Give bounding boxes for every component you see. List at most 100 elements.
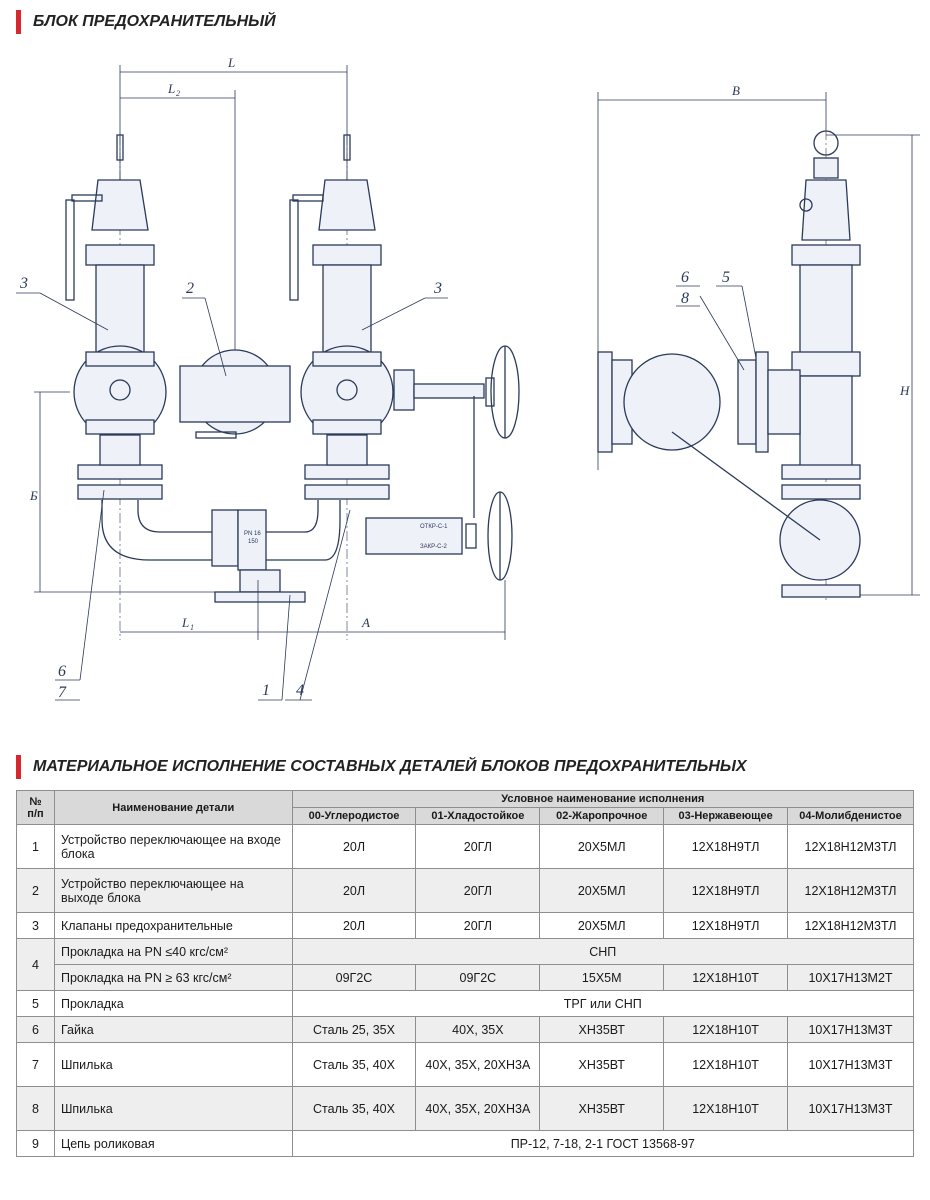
dn-label: 150 xyxy=(248,539,259,545)
row-name: Прокладка на PN ≤40 кгс/см² xyxy=(53,938,293,965)
drawing-svg: L L 2 xyxy=(16,55,920,701)
table-header-row: 00-Углеродистое 01-Хладостойкое 02-Жароп… xyxy=(17,807,914,825)
valve-right xyxy=(289,134,394,500)
table-header-row: № п/п Наименование детали Условное наиме… xyxy=(16,790,915,825)
cell: 20Х5МЛ xyxy=(539,824,665,869)
dim-label-L: L xyxy=(227,55,235,70)
row-name: Шпилька xyxy=(53,1042,293,1087)
cell: 12Х18Н9ТЛ xyxy=(663,912,789,939)
technical-drawing: L L 2 xyxy=(0,40,930,740)
cell: 12Х18Н10Т xyxy=(663,964,789,991)
row-num: 3 xyxy=(16,912,55,939)
row-num: 8 xyxy=(16,1086,55,1131)
cell: 40Х, 35Х, 20ХН3А xyxy=(415,1086,541,1131)
bottom-pipe-bend: PN 16 150 xyxy=(101,500,341,603)
cell: 12Х18Н12М3ТЛ xyxy=(787,868,914,913)
table-row: 1 Устройство переключающее на входе блок… xyxy=(16,824,914,869)
section-title-text: БЛОК ПРЕДОХРАНИТЕЛЬНЫЙ xyxy=(33,13,276,30)
cell: 20Л xyxy=(291,912,417,939)
open-label: ОТКР-С-1 xyxy=(420,524,448,530)
cell: 10Х17Н13М3Т xyxy=(787,1086,914,1131)
table-row: 7 Шпилька Сталь 35, 40Х 40Х, 35Х, 20ХН3А… xyxy=(16,1042,914,1087)
cell: 12Х18Н12М3ТЛ xyxy=(787,912,914,939)
cell: ХН35ВТ xyxy=(539,1016,665,1043)
row-name: Гайка xyxy=(53,1016,293,1043)
side-view xyxy=(597,130,861,598)
cell: 20ГЛ xyxy=(415,868,541,913)
cell: 40Х, 35Х xyxy=(415,1016,541,1043)
title-accent-bar xyxy=(16,10,21,34)
cell: 12Х18Н10Т xyxy=(663,1042,789,1087)
row-name: Шпилька xyxy=(53,1086,293,1131)
cell: 20ГЛ xyxy=(415,912,541,939)
cell: 20ГЛ xyxy=(415,824,541,869)
section-title-materials: МАТЕРИАЛЬНОЕ ИСПОЛНЕНИЕ СОСТАВНЫХ ДЕТАЛЕ… xyxy=(16,755,747,779)
header-col: 01-Хладостойкое xyxy=(415,807,541,825)
switch-body-middle xyxy=(179,349,291,439)
row-num: 9 xyxy=(16,1130,55,1157)
cell: 10Х17Н13М3Т xyxy=(787,1042,914,1087)
callout-4: 4 xyxy=(296,682,304,699)
table-row: 6 Гайка Сталь 25, 35Х 40Х, 35Х ХН35ВТ 12… xyxy=(16,1016,914,1043)
cell: 40Х, 35Х, 20ХН3А xyxy=(415,1042,541,1087)
materials-table: № п/п Наименование детали Условное наиме… xyxy=(16,790,915,1157)
pn-label: PN 16 xyxy=(244,531,261,537)
dim-label-L2: L xyxy=(167,81,175,96)
cell: 12Х18Н9ТЛ xyxy=(663,824,789,869)
cell: 12Х18Н9ТЛ xyxy=(663,868,789,913)
callout-5: 5 xyxy=(722,269,730,286)
cell: ХН35ВТ xyxy=(539,1042,665,1087)
callout-6: 6 xyxy=(58,663,66,680)
callout-3-left: 3 xyxy=(19,275,28,292)
cell: 20Х5МЛ xyxy=(539,912,665,939)
cell-span: ТРГ или СНП xyxy=(291,990,915,1017)
row-num: 7 xyxy=(16,1042,55,1087)
cell: Сталь 25, 35Х xyxy=(291,1016,417,1043)
cell: 20Л xyxy=(291,824,417,869)
table-row: 3 Клапаны предохранительные 20Л 20ГЛ 20Х… xyxy=(16,912,914,939)
cell: 20Л xyxy=(291,868,417,913)
table-row: 2 Устройство переключающее на выходе бло… xyxy=(16,868,914,913)
callout-2: 2 xyxy=(186,280,194,297)
cell: 10Х17Н13М2Т xyxy=(787,964,914,991)
row-num: 1 xyxy=(16,824,55,869)
handwheel-lower: ОТКР-С-1 ЗАКР-С-2 xyxy=(365,491,513,581)
row-num: 2 xyxy=(16,868,55,913)
row-name: Цепь роликовая xyxy=(53,1130,293,1157)
row-name: Клапаны предохранительные xyxy=(53,912,293,939)
dim-label-B-side: Б xyxy=(29,488,38,503)
header-col: 04-Молибденистое xyxy=(787,807,914,825)
table-row: 4 Прокладка на PN ≤40 кгс/см² СНП xyxy=(16,938,915,991)
cell: 20Х5МЛ xyxy=(539,868,665,913)
dim-label-B: B xyxy=(732,83,740,98)
section-title-text: МАТЕРИАЛЬНОЕ ИСПОЛНЕНИЕ СОСТАВНЫХ ДЕТАЛЕ… xyxy=(33,758,747,775)
cell: Сталь 35, 40Х xyxy=(291,1086,417,1131)
dim-label-L2-sub: 2 xyxy=(176,89,180,98)
cell-span: ПР-12, 7-18, 2-1 ГОСТ 13568-97 xyxy=(291,1130,915,1157)
cell: 12Х18Н10Т xyxy=(663,1016,789,1043)
row-num: 4 xyxy=(16,938,55,991)
header-col: 02-Жаропрочное xyxy=(539,807,665,825)
row-num: 6 xyxy=(16,1016,55,1043)
row-name: Устройство переключающее на входе блока xyxy=(53,824,293,869)
table-row: 5 Прокладка ТРГ или СНП xyxy=(16,990,915,1017)
cell: Сталь 35, 40Х xyxy=(291,1042,417,1087)
handwheel-upper xyxy=(393,345,520,439)
table-row: 8 Шпилька Сталь 35, 40Х 40Х, 35Х, 20ХН3А… xyxy=(16,1086,914,1131)
valve-left xyxy=(65,134,167,500)
table-row: 9 Цепь роликовая ПР-12, 7-18, 2-1 ГОСТ 1… xyxy=(16,1130,915,1157)
title-accent-bar xyxy=(16,755,21,779)
cell: 12Х18Н12М3ТЛ xyxy=(787,824,914,869)
header-col: 00-Углеродистое xyxy=(291,807,417,825)
cell: 09Г2С xyxy=(415,964,541,991)
cell: 12Х18Н10Т xyxy=(663,1086,789,1131)
row-num: 5 xyxy=(16,990,55,1017)
cell: 15Х5М xyxy=(539,964,665,991)
section-title-block: БЛОК ПРЕДОХРАНИТЕЛЬНЫЙ xyxy=(16,10,276,34)
callout-3-right: 3 xyxy=(433,280,442,297)
callout-6-side: 6 xyxy=(681,269,689,286)
callout-8: 8 xyxy=(681,290,689,307)
header-col: 03-Нержавеющее xyxy=(663,807,789,825)
table-row: Прокладка на PN ≥ 63 кгс/см² 09Г2С 09Г2С… xyxy=(17,964,914,991)
header-group: Условное наименование исполнения xyxy=(291,790,915,808)
